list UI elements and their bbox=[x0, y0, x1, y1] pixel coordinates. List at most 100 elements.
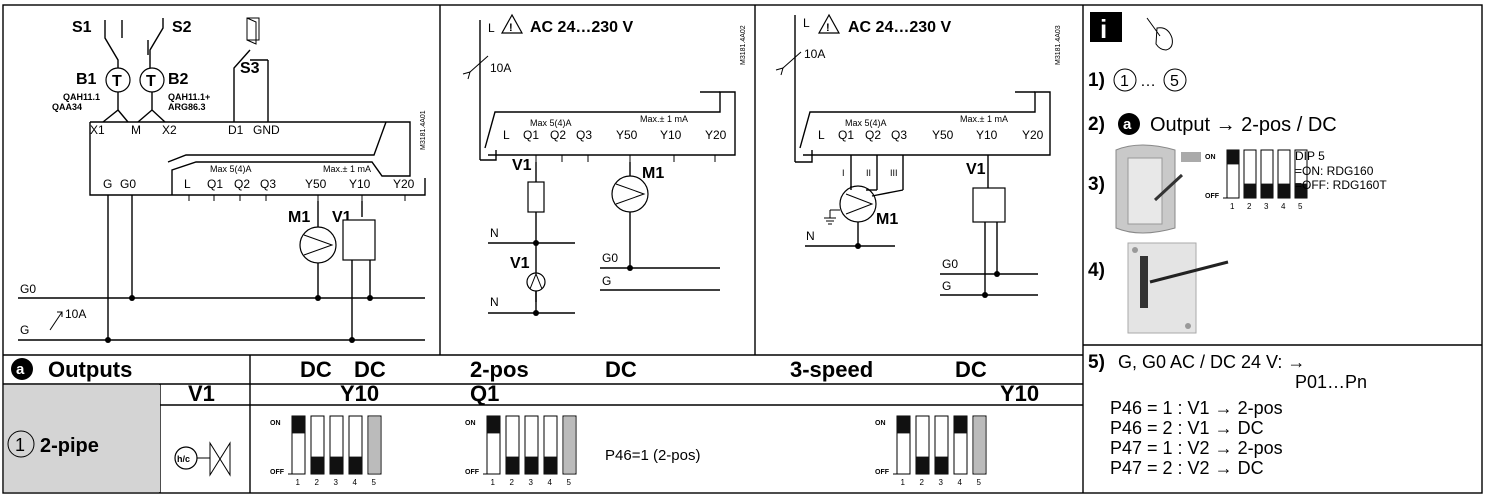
controller-block bbox=[89, 121, 426, 196]
dip-number: 2 bbox=[510, 478, 515, 487]
label-s2: S2 bbox=[172, 19, 192, 36]
p3-fuse: 10A bbox=[804, 47, 825, 61]
dip-on-label: ON bbox=[875, 420, 886, 427]
dip-number: 3 bbox=[334, 478, 339, 487]
svg-text:2-pipe: 2-pipe bbox=[40, 435, 99, 457]
dip-number: 3 bbox=[529, 478, 534, 487]
panel3-code: M3181.4A03 bbox=[1055, 25, 1062, 65]
dip-switch-fill bbox=[349, 456, 362, 474]
dip-number: 4 bbox=[548, 478, 553, 487]
sub-v1: V1 bbox=[188, 381, 215, 406]
p2-max-relay: Max 5(4)A bbox=[530, 118, 572, 128]
switch-s1 bbox=[104, 20, 123, 68]
dip-number: 5 bbox=[977, 478, 982, 487]
p2-label-n2: N bbox=[490, 295, 499, 309]
hc-valve-icon: h/c bbox=[174, 441, 231, 477]
sub-y10b: Y10 bbox=[1000, 381, 1039, 406]
p2-term-q2: Q2 bbox=[550, 128, 566, 142]
term-q2: Q2 bbox=[234, 177, 250, 191]
row-label-bg bbox=[4, 385, 160, 492]
dip-number: 2 bbox=[315, 478, 320, 487]
dip-number: 1 bbox=[1230, 202, 1235, 211]
dip-switch-fill bbox=[544, 456, 557, 474]
p3-label-n: N bbox=[806, 229, 815, 243]
speed-i: I bbox=[842, 168, 845, 178]
fuse-symbol bbox=[775, 51, 802, 76]
p3-label-g0: G0 bbox=[942, 257, 958, 271]
step-2-text: Output → 2-pos / DC bbox=[1150, 114, 1337, 136]
p2-term-q1: Q1 bbox=[523, 128, 539, 142]
switch-s3 bbox=[233, 49, 269, 122]
step-3-num: 3) bbox=[1088, 174, 1105, 195]
header-dc-2: DC bbox=[354, 357, 386, 382]
fan-m1-icon bbox=[839, 185, 877, 223]
info-icon: i bbox=[1090, 12, 1122, 44]
p2-label-l: L bbox=[488, 21, 495, 35]
terminal-photo bbox=[1127, 242, 1229, 334]
dip-number: 1 bbox=[296, 478, 301, 487]
term-g0: G0 bbox=[120, 177, 136, 191]
p2-term-y10: Y10 bbox=[660, 128, 682, 142]
panel-3: L ! AC 24…230 V 10A Max 5(4)A Max.± 1 mA… bbox=[775, 13, 1062, 298]
dip-switch-fill bbox=[564, 417, 575, 473]
speed-iii: III bbox=[890, 168, 898, 178]
p2-label-m1: M1 bbox=[642, 165, 664, 182]
label-g: G bbox=[20, 323, 29, 337]
b1-model-1: QAH11.1 bbox=[63, 92, 100, 102]
label-fuse: 10A bbox=[65, 307, 86, 321]
header-outputs: Outputs bbox=[48, 357, 132, 382]
term-q1: Q1 bbox=[207, 177, 223, 191]
p2-label-n1: N bbox=[490, 226, 499, 240]
step-1-end-circle bbox=[1163, 68, 1187, 92]
dip-switch-fill bbox=[897, 416, 910, 434]
dip-number: 3 bbox=[939, 478, 944, 487]
p3-label-l: L bbox=[803, 16, 810, 30]
p2-term-y50: Y50 bbox=[616, 128, 638, 142]
dip-number: 3 bbox=[1264, 202, 1269, 211]
panel2-code: M3181.4A02 bbox=[740, 25, 747, 65]
svg-text:T: T bbox=[146, 73, 156, 90]
speed-ii: II bbox=[866, 168, 871, 178]
dip-number: 4 bbox=[353, 478, 358, 487]
dip-switch-fill bbox=[1278, 183, 1290, 198]
p2-max-ma: Max.± 1 mA bbox=[640, 114, 688, 124]
p46-line-2: P46 = 2 : V1 → DC bbox=[1110, 418, 1264, 438]
label-b2: B2 bbox=[168, 71, 189, 88]
p2-label-g: G bbox=[602, 274, 611, 288]
step-5-range: P01…Pn bbox=[1295, 372, 1367, 392]
dip-switch-fill bbox=[330, 456, 343, 474]
dip-switch-fill bbox=[954, 416, 967, 434]
sub-y10: Y10 bbox=[340, 381, 379, 406]
term-m: M bbox=[131, 123, 141, 137]
dip-switch-fill bbox=[292, 416, 305, 434]
dip-number: 1 bbox=[901, 478, 906, 487]
p2-label-g0: G0 bbox=[602, 251, 618, 265]
dip-number: 4 bbox=[958, 478, 963, 487]
row-2pipe-label: 1 2-pipe bbox=[7, 430, 99, 458]
b2-model-2: ARG86.3 bbox=[168, 102, 206, 112]
p3-term-y10: Y10 bbox=[976, 128, 998, 142]
dip-off-label: OFF bbox=[465, 469, 480, 476]
a-badge-icon: a bbox=[11, 358, 33, 380]
term-l: L bbox=[184, 177, 191, 191]
controller-photo bbox=[1115, 144, 1201, 234]
dip-number: 1 bbox=[491, 478, 496, 487]
dip-off-label: OFF bbox=[875, 469, 890, 476]
valve-v1-icon bbox=[972, 187, 1006, 223]
dip-off-text: =OFF: RDG160T bbox=[1295, 178, 1387, 192]
header-2pos: 2-pos bbox=[470, 357, 529, 382]
dip-on-label: ON bbox=[270, 420, 281, 427]
svg-text:a: a bbox=[16, 361, 25, 378]
step-5-num: 5) bbox=[1088, 352, 1105, 373]
p2-fuse: 10A bbox=[490, 61, 511, 75]
sensor-b2-icon: T bbox=[139, 67, 165, 93]
dip-on-text: =ON: RDG160 bbox=[1295, 164, 1374, 178]
door-contact-icon bbox=[246, 17, 260, 45]
p2-term-l: L bbox=[503, 128, 510, 142]
label-m1: M1 bbox=[288, 209, 310, 226]
dip-on-label: ON bbox=[465, 420, 476, 427]
p3-term-y20: Y20 bbox=[1022, 128, 1044, 142]
step-1-start-circle bbox=[1113, 68, 1137, 92]
